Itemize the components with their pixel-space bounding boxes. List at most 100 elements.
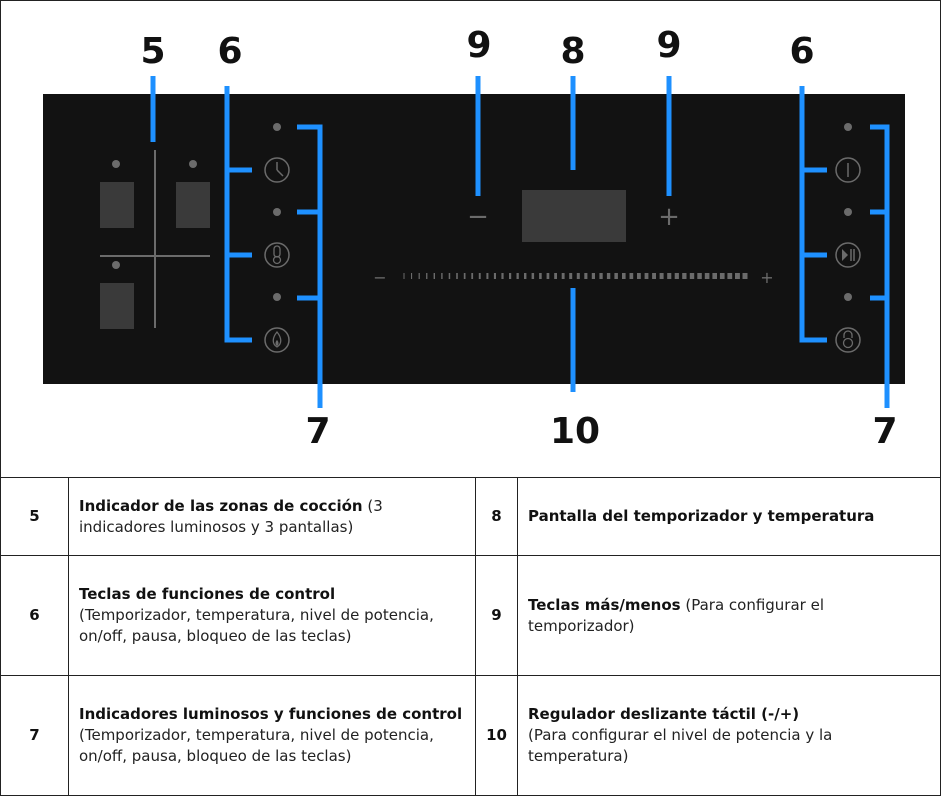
cooktop-control-diagram: − + − + 5 6 9 8 9 6 7 10 7 bbox=[43, 25, 905, 452]
legend-number: 5 bbox=[0, 477, 69, 556]
slider-tick bbox=[433, 273, 435, 279]
legend-text: Indicadores luminosos y funciones de con… bbox=[68, 675, 476, 796]
slider-minus[interactable]: − bbox=[373, 268, 386, 287]
slider-tick bbox=[456, 273, 458, 279]
slider-tick bbox=[569, 273, 573, 279]
legend-title: Pantalla del temporizador y temperatura bbox=[528, 507, 875, 525]
slider-tick bbox=[674, 273, 679, 279]
right-control-keys bbox=[835, 123, 861, 353]
slider-tick bbox=[426, 273, 428, 279]
callout-6-left: 6 bbox=[217, 31, 242, 72]
right-keys-bracket bbox=[799, 86, 827, 343]
thermometer-icon[interactable] bbox=[264, 242, 290, 268]
slider-tick bbox=[644, 273, 649, 279]
slider-tick bbox=[637, 273, 641, 279]
flame-icon[interactable] bbox=[264, 327, 290, 353]
legend-text: Regulador deslizante táctil (-/+) (Para c… bbox=[517, 675, 941, 796]
power-icon[interactable] bbox=[835, 157, 861, 183]
slider-tick bbox=[704, 273, 710, 279]
right-indicators-bracket bbox=[870, 124, 890, 408]
slider-tick bbox=[652, 273, 656, 279]
callout-9-right: 9 bbox=[656, 25, 681, 66]
slider-tick bbox=[576, 273, 580, 279]
slider-tick bbox=[463, 273, 466, 279]
slider-tick bbox=[448, 273, 451, 279]
slider-tick bbox=[606, 273, 611, 279]
callout-10: 10 bbox=[550, 411, 600, 452]
table-row: 5 Indicador de las zonas de cocción (3 i… bbox=[0, 477, 941, 556]
slider-tick bbox=[682, 273, 687, 279]
timer-plus-key[interactable]: + bbox=[658, 202, 680, 232]
zone-led-2 bbox=[189, 160, 197, 168]
callout-6-right: 6 bbox=[789, 31, 814, 72]
slider-tick bbox=[742, 273, 748, 279]
left-keys-bracket bbox=[224, 86, 252, 343]
callout-5: 5 bbox=[140, 31, 165, 72]
legend-desc: (3 indicadores luminosos y 3 pantallas) bbox=[79, 496, 383, 536]
legend-table: 5 Indicador de las zonas de cocción (3 i… bbox=[0, 477, 941, 796]
legend-title: Regulador deslizante táctil (-/+) bbox=[528, 705, 800, 723]
legend-title: Indicador de las zonas de cocción bbox=[79, 496, 363, 515]
slider-tick bbox=[629, 273, 634, 279]
slider-tick bbox=[599, 273, 603, 279]
slider-tick bbox=[418, 273, 420, 279]
slider-tick bbox=[719, 273, 725, 279]
legend-title: Indicadores luminosos y funciones de con… bbox=[79, 705, 463, 723]
zone-display-2 bbox=[176, 182, 210, 228]
callout-9-left: 9 bbox=[466, 25, 491, 66]
key-led bbox=[273, 293, 281, 301]
slider-tick bbox=[486, 273, 489, 279]
zone-led-1 bbox=[112, 160, 120, 168]
slider-tick bbox=[591, 273, 595, 279]
callout-7-right: 7 bbox=[872, 411, 897, 452]
legend-desc: (Temporizador, temperatura, nivel de pot… bbox=[79, 726, 434, 765]
key-led bbox=[844, 123, 852, 131]
lock-icon[interactable] bbox=[835, 327, 861, 353]
slider-tick bbox=[689, 273, 695, 279]
slider-tick bbox=[493, 273, 496, 279]
slider-tick bbox=[509, 273, 512, 279]
legend-title: Teclas de funciones de control bbox=[79, 585, 336, 603]
slider-tick bbox=[659, 273, 664, 279]
slider-tick bbox=[561, 273, 565, 279]
legend-text: Teclas más/menos (Para configurar el tem… bbox=[517, 555, 941, 676]
slider-tick bbox=[697, 273, 702, 279]
key-led bbox=[273, 123, 281, 131]
slider-tick bbox=[735, 273, 740, 279]
slider-tick bbox=[667, 273, 672, 279]
legend-number: 7 bbox=[0, 675, 69, 796]
legend-title: Teclas más/menos bbox=[528, 595, 681, 614]
zone-display-1 bbox=[100, 182, 134, 228]
touch-slider[interactable]: − + bbox=[373, 268, 773, 287]
play-pause-icon[interactable] bbox=[835, 242, 861, 268]
slider-tick bbox=[554, 273, 557, 279]
left-control-keys bbox=[264, 123, 290, 353]
key-led bbox=[844, 293, 852, 301]
slider-tick bbox=[539, 273, 542, 279]
timer-minus-key[interactable]: − bbox=[467, 202, 489, 232]
slider-tick bbox=[471, 273, 474, 279]
zone-led-3 bbox=[112, 261, 120, 269]
slider-tick bbox=[478, 273, 481, 279]
key-led bbox=[844, 208, 852, 216]
slider-tick bbox=[441, 273, 443, 279]
legend-desc: (Temporizador, temperatura, nivel de pot… bbox=[79, 606, 434, 645]
timer-temperature-display bbox=[522, 190, 626, 242]
slider-tick bbox=[403, 273, 405, 279]
zone-display-3 bbox=[100, 283, 134, 329]
slider-tick bbox=[614, 273, 618, 279]
legend-text: Pantalla del temporizador y temperatura bbox=[517, 477, 941, 556]
slider-plus[interactable]: + bbox=[760, 268, 773, 287]
slider-tick bbox=[584, 273, 588, 279]
slider-tick bbox=[546, 273, 550, 279]
legend-text: Teclas de funciones de control (Temporiza… bbox=[68, 555, 476, 676]
legend-desc: (Para configurar el nivel de potencia y … bbox=[528, 726, 833, 765]
slider-tick bbox=[411, 273, 413, 279]
callout-7-left: 7 bbox=[305, 411, 330, 452]
clock-icon[interactable] bbox=[264, 157, 290, 183]
slider-tick bbox=[501, 273, 504, 279]
table-row: 7 Indicadores luminosos y funciones de c… bbox=[0, 675, 941, 796]
callout-8: 8 bbox=[560, 31, 585, 72]
slider-tick bbox=[524, 273, 527, 279]
legend-desc: (Para configurar el temporizador) bbox=[528, 595, 825, 635]
